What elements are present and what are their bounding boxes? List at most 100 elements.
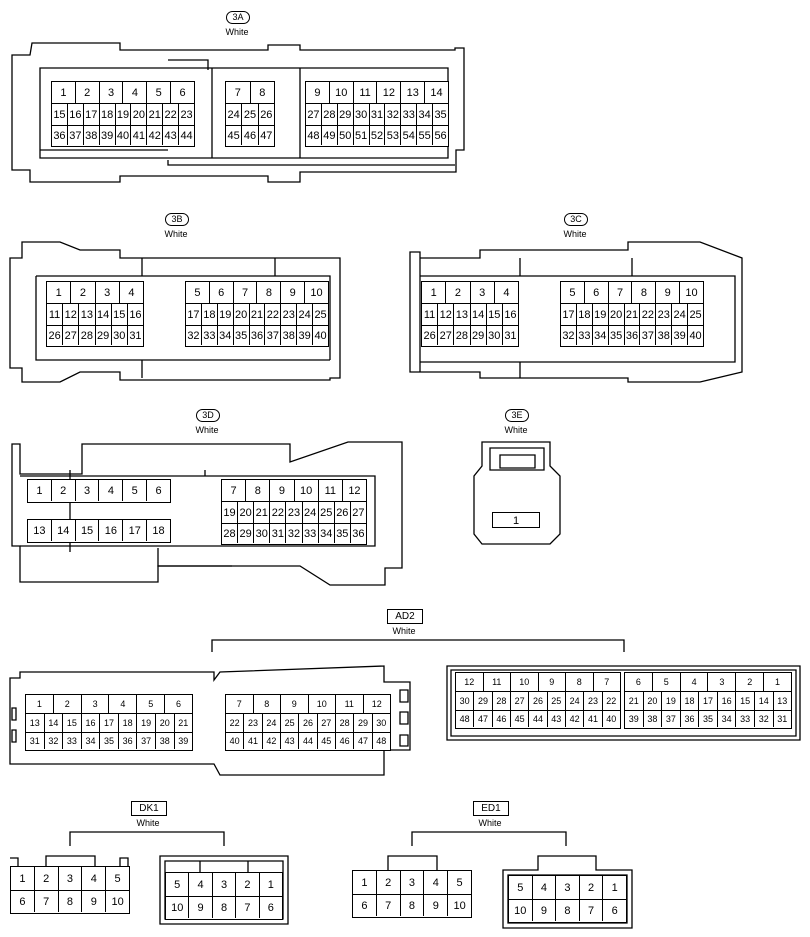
- pin-cell: 37: [662, 711, 681, 727]
- pin-cell: 13: [454, 304, 471, 325]
- pin-cell: 1: [775, 677, 781, 687]
- pin-cell: 31: [777, 714, 788, 724]
- pin-cell: 28: [336, 714, 355, 732]
- pin-cell: 3: [76, 480, 100, 501]
- pin-cell: 23: [180, 108, 193, 121]
- pin-cell: 1: [353, 871, 377, 894]
- pin-cell: 52: [370, 126, 386, 145]
- pin-cell: 18: [202, 304, 218, 325]
- pin-cell: 26: [422, 326, 439, 345]
- pin-cell: 7: [609, 282, 633, 303]
- pin-cell: 11: [47, 304, 64, 325]
- pin-cell: 16: [82, 714, 101, 732]
- pin-cell: 30: [376, 718, 387, 728]
- pin-cell: 34: [82, 733, 101, 749]
- pin-cell: 39: [100, 126, 116, 145]
- pin-cell: 26: [260, 108, 273, 121]
- pin-cell: 23: [656, 304, 673, 325]
- pin-cell: 40: [116, 126, 132, 145]
- pin-cell: 14: [96, 304, 112, 325]
- pin-cell: 47: [354, 733, 373, 749]
- pin-cell: 31: [129, 329, 142, 342]
- pin-cell: 28: [79, 326, 96, 345]
- pin-cell: 28: [454, 326, 471, 345]
- pin-cell: 48: [376, 736, 387, 746]
- pin-cell: 9: [306, 82, 330, 103]
- pin-cell: 6: [11, 891, 35, 912]
- pin-cell: 32: [755, 711, 774, 727]
- pin-cell: 36: [681, 711, 700, 727]
- pin-cell: 8: [257, 282, 282, 303]
- pin-cell: 16: [504, 308, 517, 321]
- pin-cell: 30: [254, 524, 271, 543]
- pin-cell: 23: [281, 304, 298, 325]
- pin-cell: 17: [699, 692, 718, 710]
- pin-cell: 18: [100, 104, 116, 125]
- pin-cell: 40: [689, 329, 702, 342]
- pin-cell: 4: [503, 286, 510, 299]
- pin-cell: 7: [236, 897, 260, 918]
- pin-cell: 8: [401, 895, 425, 916]
- pin-cell: 16: [718, 692, 737, 710]
- pin-cell: 40: [314, 329, 327, 342]
- pin-cell: 2: [236, 873, 260, 896]
- pin-cell: 21: [625, 692, 644, 710]
- pin-cell: 17: [84, 104, 100, 125]
- pin-cell: 36: [352, 527, 365, 540]
- pin-cell: 29: [474, 692, 493, 710]
- pin-cell: 34: [218, 326, 234, 345]
- pin-cell: 16: [99, 520, 124, 541]
- pin-cell: 14: [471, 304, 487, 325]
- pin-cell: 27: [511, 692, 530, 710]
- pin-cell: 15: [736, 692, 755, 710]
- pin-cell: 29: [354, 714, 373, 732]
- pin-cell: 45: [318, 733, 336, 749]
- pin-cell: 32: [286, 524, 303, 543]
- pin-cell: 10: [295, 480, 319, 501]
- connector-color-ed1: White: [478, 818, 502, 828]
- pin-cell: 13: [79, 304, 96, 325]
- pin-3e-1: 1: [492, 512, 540, 528]
- pin-cell: 3: [556, 876, 580, 899]
- pin-cell: 33: [401, 104, 418, 125]
- pin-cell: 10: [166, 897, 190, 918]
- pin-cell: 21: [625, 304, 641, 325]
- pin-cell: 10: [685, 286, 698, 299]
- pin-cell: 27: [318, 714, 336, 732]
- pin-cell: 3: [59, 867, 83, 890]
- pin-cell: 2: [52, 480, 76, 501]
- pin-cell: 42: [147, 126, 164, 145]
- pin-cell: 40: [606, 714, 617, 724]
- pin-cell: 40: [226, 733, 245, 749]
- pin-cell: 20: [238, 502, 255, 523]
- pin-cell: 53: [385, 126, 402, 145]
- pin-cell: 4: [189, 873, 213, 896]
- pin-cell: 12: [348, 484, 361, 497]
- pin-cell: 37: [640, 326, 657, 345]
- connector-code-ed1: ED1: [473, 801, 509, 816]
- pin-cell: 19: [593, 304, 609, 325]
- pin-cell: 21: [147, 104, 164, 125]
- connector-code-3e: 3E: [505, 409, 529, 422]
- pin-cell: 23: [286, 502, 303, 523]
- pin-cell: 35: [699, 711, 718, 727]
- pin-cell: 14: [430, 86, 443, 99]
